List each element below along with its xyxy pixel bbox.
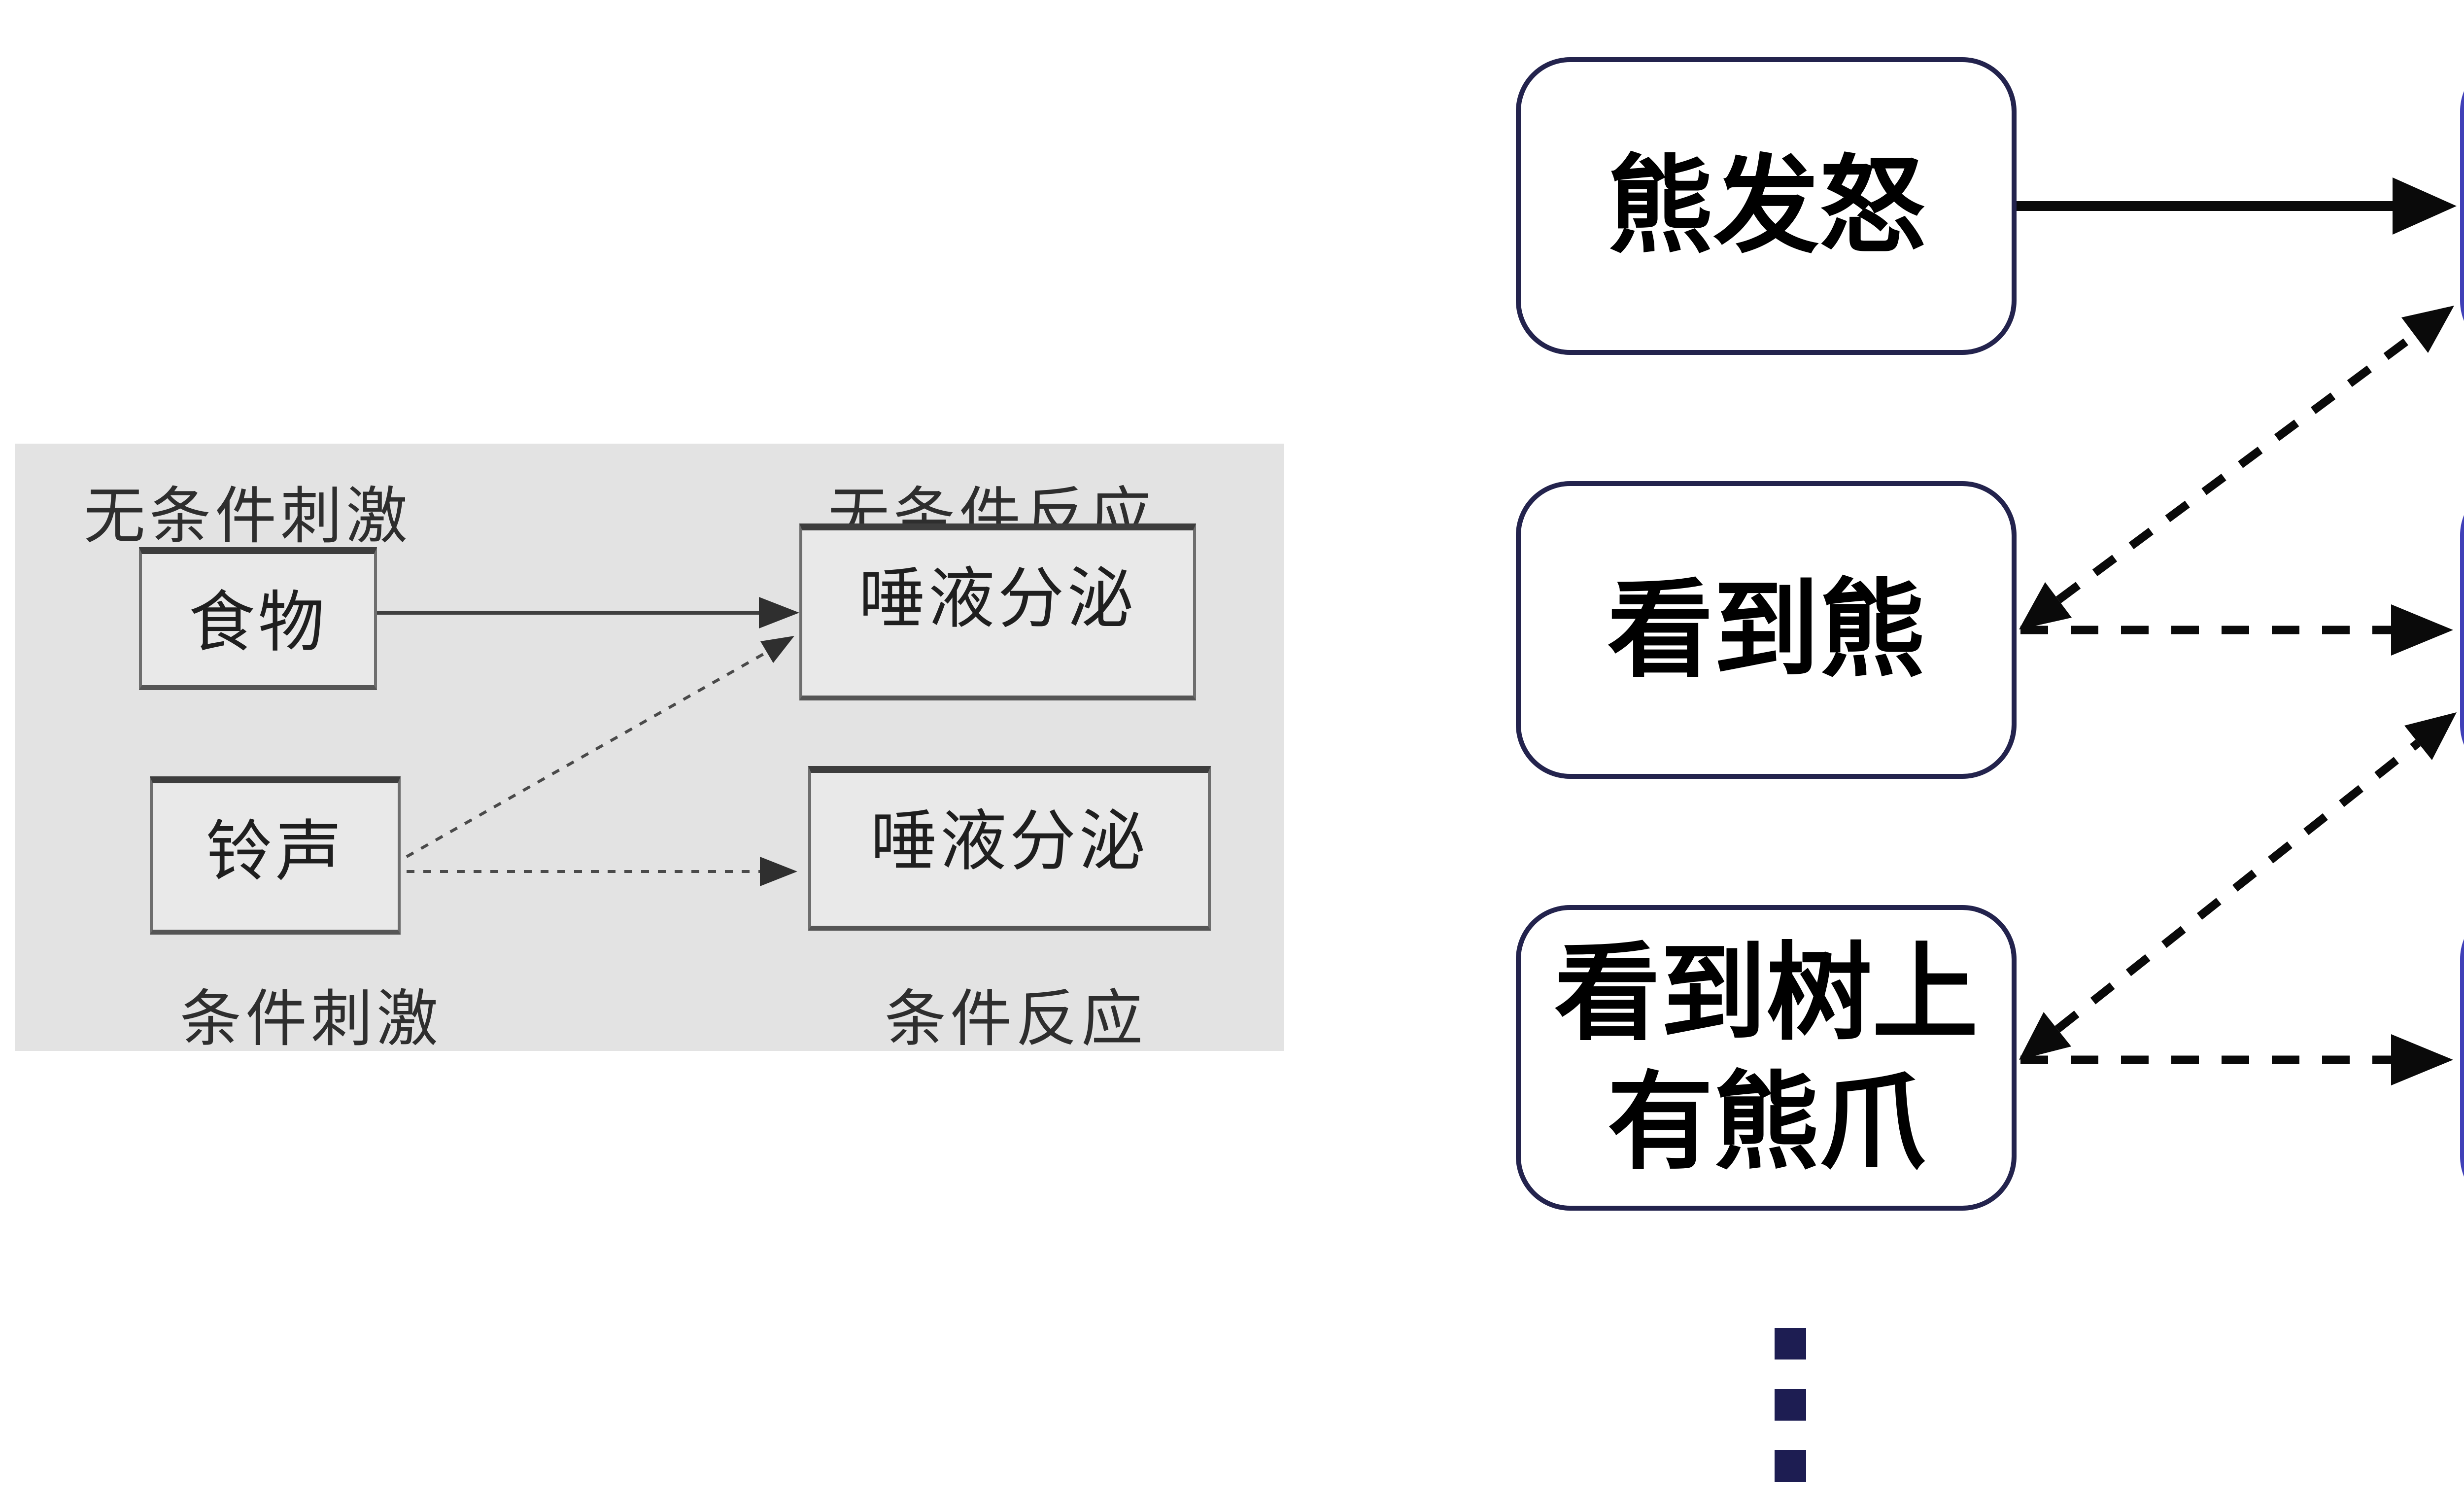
node-see-claws: 看到树上有熊爪	[1516, 905, 2017, 1211]
dot	[1775, 1450, 1806, 1482]
node-value-next-state: V(s′)	[2460, 481, 2464, 779]
dot	[1775, 1328, 1806, 1360]
node-reward: 奖励	[2460, 57, 2464, 355]
arrow-food-to-salivation	[377, 597, 799, 628]
label-conditioned-response: 条件反应	[885, 985, 1147, 1053]
label-conditioned-stimulus: 条件刺激	[180, 985, 442, 1053]
node-bear-angry: 熊发怒	[1516, 57, 2017, 355]
box-food: 食物	[139, 547, 377, 690]
label-unconditioned-stimulus: 无条件刺激	[84, 482, 411, 551]
node-value-current-state: V(s)	[2460, 905, 2464, 1211]
arrow-see-bear-to-reward-diagonal	[2019, 306, 2454, 629]
box-bell: 铃声	[150, 776, 401, 935]
arrow-bell-to-salivation-diagonal	[406, 636, 794, 858]
arrow-see-claws-to-value-next-diagonal	[2019, 712, 2457, 1060]
node-see-bear: 看到熊	[1516, 481, 2017, 779]
arrow-bear-angry-to-reward	[2017, 177, 2457, 235]
arrow-see-bear-to-value-next	[2020, 604, 2453, 656]
classical-conditioning-panel: 无条件刺激 无条件反应 条件刺激 条件反应 食物 唾液分泌 铃声 唾液分泌	[15, 444, 1284, 1053]
vertical-ellipsis-dark-icon	[1775, 1328, 1806, 1482]
box-salivation-conditioned: 唾液分泌	[808, 766, 1211, 931]
dot	[1775, 1389, 1806, 1421]
box-salivation-unconditioned: 唾液分泌	[799, 523, 1196, 700]
arrow-see-claws-to-value-current	[2020, 1034, 2453, 1085]
arrow-bell-to-salivation-horizontal	[407, 857, 797, 886]
